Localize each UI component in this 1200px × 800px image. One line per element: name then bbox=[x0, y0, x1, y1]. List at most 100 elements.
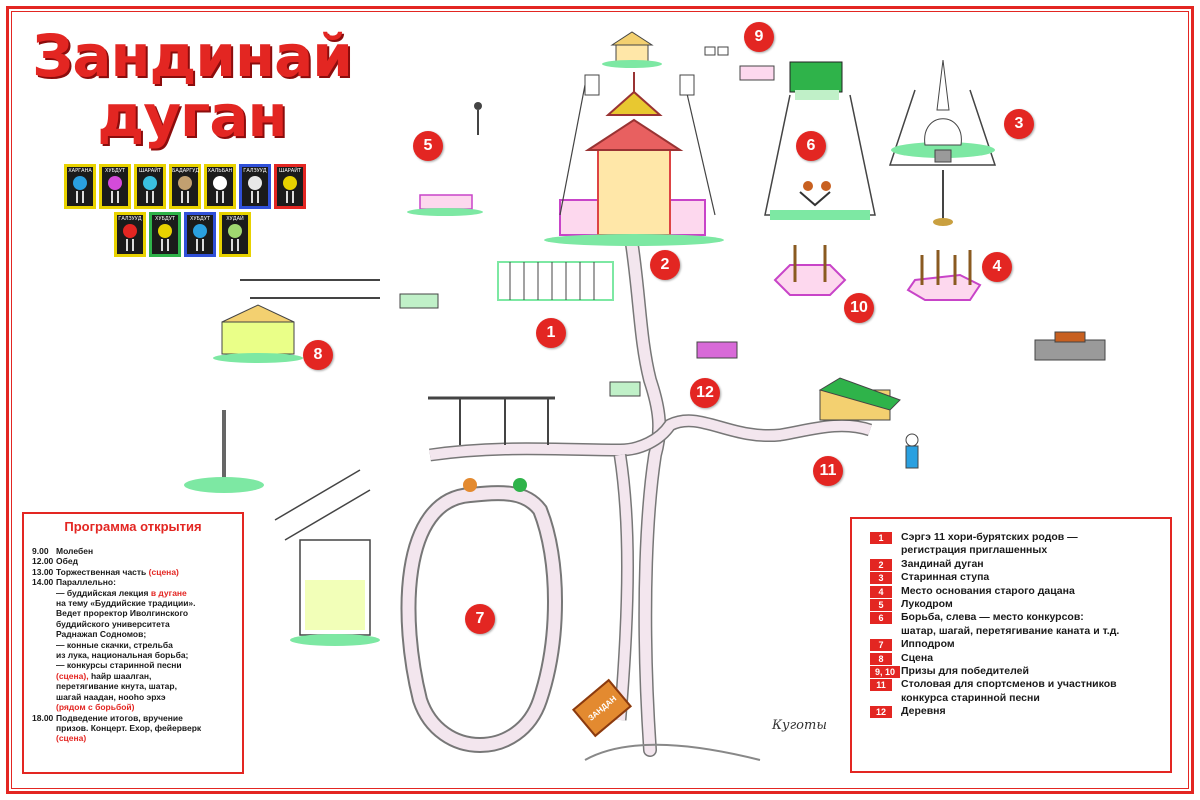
program-line-highlight: в дугане bbox=[150, 587, 187, 598]
stupa bbox=[888, 59, 997, 226]
legend-text-continued: шатар, шагай, перетягивание каната и т.д… bbox=[901, 624, 1120, 637]
stage bbox=[213, 279, 439, 363]
marker-11[interactable]: 11 bbox=[813, 456, 843, 486]
legend-text: Ипподром bbox=[901, 638, 955, 651]
marker-2[interactable]: 2 bbox=[650, 250, 680, 280]
clan-flag: БАДАРГУД bbox=[169, 164, 201, 209]
clan-flag: ШАРАЙТ bbox=[134, 164, 166, 209]
clan-flag-name: ШАРАЙТ bbox=[279, 168, 301, 174]
clan-flag: ГАЛЗУУД bbox=[114, 212, 146, 257]
program-row: 9.00 Молебен bbox=[32, 546, 237, 556]
legend-text: Борьба, слева — место конкурсов: bbox=[901, 611, 1084, 624]
clan-flag-name: БАДАРГУД bbox=[172, 168, 200, 174]
program-line: на тему «Буддийские традиции». bbox=[56, 598, 196, 609]
clan-flag-name: ХУБДУТ bbox=[190, 216, 210, 222]
program-time: 13.00 bbox=[32, 566, 54, 577]
program-line: из лука, национальная борьба; bbox=[56, 650, 189, 661]
clan-emblem-icon bbox=[123, 224, 137, 238]
program-title: Программа открытия bbox=[46, 519, 220, 534]
clan-flag: ХАРГАНА bbox=[64, 164, 96, 209]
legend-text: Сэргэ 11 хори-бурятских родов — bbox=[901, 531, 1078, 543]
clan-emblem-icon bbox=[178, 176, 192, 190]
clan-flag-name: ХАЛЬБАН bbox=[207, 168, 233, 174]
program-note: (сцена) bbox=[148, 566, 179, 577]
legend-text-continued: конкурса старинной песни bbox=[901, 691, 1040, 704]
program-line-highlight: (сцена) bbox=[56, 733, 87, 744]
legend-number: 12 bbox=[870, 706, 892, 719]
mongolian-script-icon bbox=[126, 239, 134, 251]
program-text: Молебен bbox=[56, 546, 94, 556]
mongolian-script-icon bbox=[251, 191, 259, 203]
marker-4[interactable]: 4 bbox=[982, 252, 1012, 282]
marker-6[interactable]: 6 bbox=[796, 131, 826, 161]
program-line-text: — буддийская лекция bbox=[56, 587, 149, 598]
program-row: 13.00 Торжественная часть (сцена) bbox=[32, 567, 237, 577]
page-title: Зандинай дуган bbox=[22, 26, 362, 146]
program-time: 18.00 bbox=[32, 712, 54, 723]
marker-3[interactable]: 3 bbox=[1004, 109, 1034, 139]
serge-posts bbox=[497, 261, 614, 301]
clan-flag-name: ХУБДУТ bbox=[105, 168, 125, 174]
program-row: 12.00 Обед bbox=[32, 556, 237, 566]
clan-flag: ХУБДУТ bbox=[99, 164, 131, 209]
program-time: 14.00 bbox=[32, 577, 54, 588]
program-final-lines: призов. Концерт. Ехор, фейерверк (сцена) bbox=[32, 723, 237, 744]
program-text-main: Торжественная часть bbox=[56, 566, 147, 577]
temple-dugan bbox=[544, 72, 724, 246]
legend-text: Столовая для спортсменов и участников bbox=[901, 678, 1117, 691]
program-text: Обед bbox=[56, 556, 78, 567]
obelisk bbox=[184, 410, 264, 493]
clan-emblem-icon bbox=[143, 176, 157, 190]
clan-emblem-icon bbox=[228, 224, 242, 238]
program-line: призов. Концерт. Ехор, фейерверк bbox=[56, 722, 202, 733]
marker-10[interactable]: 10 bbox=[844, 293, 874, 323]
mongolian-script-icon bbox=[216, 191, 224, 203]
clan-emblem-icon bbox=[213, 176, 227, 190]
marker-1[interactable]: 1 bbox=[536, 318, 566, 348]
program-line: (сцена), һайр шаалган, bbox=[56, 671, 237, 681]
marker-5[interactable]: 5 bbox=[413, 131, 443, 161]
program-line: — буддийская лекция в дугане bbox=[56, 588, 237, 598]
legend-text-continued: регистрация приглашенных bbox=[901, 544, 1048, 557]
program-line: Ведет проректор Иволгинского bbox=[56, 608, 189, 619]
clan-emblem-icon bbox=[158, 224, 172, 238]
program-line: Раднажап Содномов; bbox=[56, 629, 147, 640]
marker-8[interactable]: 8 bbox=[303, 340, 333, 370]
clan-flag-name: ХУДАЙ bbox=[226, 216, 244, 222]
marker-7[interactable]: 7 bbox=[465, 604, 495, 634]
clan-flag: ШАРАЙТ bbox=[274, 164, 306, 209]
mongolian-script-icon bbox=[161, 239, 169, 251]
marker-12[interactable]: 12 bbox=[690, 378, 720, 408]
legend-number: 5 bbox=[870, 599, 892, 612]
program-frame bbox=[22, 512, 244, 774]
hippodrome-track bbox=[400, 485, 563, 753]
clan-flag-name: ХУБДУТ bbox=[155, 216, 175, 222]
clan-flag-name: ГАЛЗУУД bbox=[243, 168, 267, 174]
inner-border bbox=[11, 11, 1189, 789]
legend-number: 4 bbox=[870, 585, 892, 598]
clan-flag-name: ГАЛЗУУД bbox=[118, 216, 142, 222]
clan-flag-name: ХАРГАНА bbox=[68, 168, 92, 174]
mongolian-script-icon bbox=[231, 239, 239, 251]
marker-9[interactable]: 9 bbox=[744, 22, 774, 52]
program-body: 9.00 Молебен 12.00 Обед 13.00 Торжествен… bbox=[32, 546, 237, 744]
program-row: 18.00 Подведение итогов, вручение bbox=[32, 713, 237, 723]
prize-podium-10 bbox=[773, 245, 847, 296]
legend-number: 7 bbox=[870, 639, 892, 652]
cook-figure bbox=[905, 433, 919, 469]
legend-text: Призы для победителей bbox=[901, 665, 1029, 678]
program-parallel-list: — буддийская лекция в дугане на тему «Бу… bbox=[32, 588, 237, 713]
program-text: Параллельно: bbox=[56, 577, 116, 588]
prize-platform-9 bbox=[739, 61, 843, 100]
legend-item: 7 Ипподром bbox=[870, 638, 1166, 652]
program-line: перетягивание кнута, шатар, bbox=[56, 681, 177, 692]
legend-number: 8 bbox=[870, 652, 892, 665]
legend-number: 11 bbox=[870, 679, 892, 692]
